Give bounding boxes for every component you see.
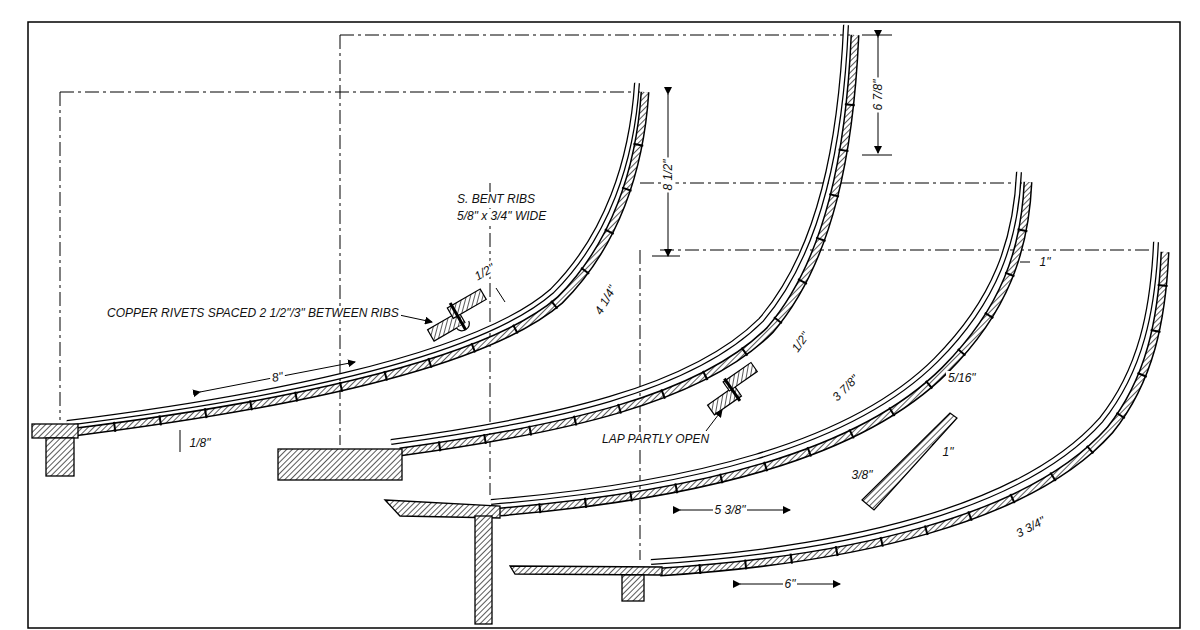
- lap-mark: [926, 381, 932, 389]
- lap-mark: [968, 511, 971, 520]
- dimension-label: 1/2": [787, 328, 813, 356]
- dimension-label: 5/8" x 3/4" WIDE: [455, 209, 548, 223]
- dimension-label: 6 7/8": [871, 78, 885, 113]
- rivet-detail: [701, 361, 766, 418]
- lap-mark: [1158, 284, 1168, 287]
- lap-mark: [958, 349, 966, 356]
- lap-mark: [698, 564, 701, 574]
- lap-mark: [764, 462, 767, 472]
- lap-mark: [1116, 413, 1124, 419]
- lap-mark: [539, 503, 540, 513]
- lap-mark: [791, 554, 792, 564]
- lap-mark: [807, 447, 811, 456]
- dimension-label: 5 3/8": [713, 503, 748, 517]
- lap-mark: [745, 560, 746, 570]
- dimension-label: 1": [941, 445, 956, 459]
- lap-mark: [384, 371, 387, 381]
- lap-mark: [1087, 446, 1094, 454]
- lap-mark: [816, 238, 825, 241]
- lap-mark: [340, 382, 342, 392]
- dimension-label: S. BENT RIBS: [455, 192, 537, 206]
- lap-mark: [845, 104, 855, 105]
- lap-mark: [849, 429, 853, 438]
- plank-section: [862, 413, 957, 510]
- lap-mark: [295, 392, 297, 402]
- dimension-label: 3/8": [850, 468, 875, 482]
- dimension-label: LAP PARTLY OPEN: [600, 432, 711, 446]
- lap-mark: [205, 408, 207, 418]
- lap-mark: [1018, 229, 1028, 231]
- lap-mark: [720, 474, 722, 484]
- lap-mark: [829, 194, 839, 196]
- lap-mark: [581, 268, 589, 274]
- lap-mark: [484, 434, 486, 444]
- lap-mark: [439, 441, 440, 451]
- bent-ribs: [67, 25, 1156, 562]
- lap-mark: [774, 317, 782, 323]
- dimension-label: 1": [1038, 255, 1053, 269]
- lap-mark: [925, 525, 928, 535]
- lap-marks: [114, 104, 1168, 574]
- lap-mark: [675, 483, 677, 493]
- dimension-label: 1/2": [470, 260, 499, 285]
- lap-mark: [471, 343, 475, 352]
- lap-mark: [1151, 330, 1161, 332]
- lap-mark: [159, 415, 160, 425]
- dimension-label: 3 7/8": [828, 371, 863, 406]
- lap-mark: [881, 537, 883, 547]
- dimension-label: COPPER RIVETS SPACED 2 1/2"/3" BETWEEN R…: [105, 306, 401, 320]
- lap-mark: [428, 358, 431, 368]
- dimension-label: 5/16": [946, 371, 978, 385]
- lap-mark: [633, 144, 643, 146]
- lap-mark: [585, 498, 586, 508]
- rivet-detail: [422, 286, 495, 346]
- lap-mark: [889, 407, 894, 415]
- lap-mark: [836, 546, 838, 556]
- lap-mark: [622, 188, 631, 191]
- lap-mark: [985, 313, 993, 318]
- lap-mark: [574, 416, 576, 426]
- lap-mark: [1050, 473, 1055, 481]
- lap-mark: [1137, 373, 1146, 377]
- lap-mark: [798, 279, 807, 284]
- lap-mark: [114, 422, 115, 432]
- dimension-label: 3 3/4": [1011, 513, 1048, 542]
- dimension-label: 8": [268, 369, 285, 386]
- dimension-label: 1/8": [188, 436, 213, 450]
- keels: [32, 424, 662, 624]
- lap-mark: [703, 371, 708, 380]
- dimension-label: 8 1/2": [661, 158, 675, 193]
- lap-mark: [661, 389, 665, 398]
- planking: [75, 35, 1165, 572]
- lap-mark: [250, 400, 252, 410]
- lap-mark: [605, 229, 614, 234]
- dimension-label: 6": [783, 577, 798, 591]
- lap-mark: [551, 301, 557, 309]
- lap-mark: [630, 491, 632, 501]
- lap-mark: [742, 348, 748, 356]
- dimension-label: 4 1/4": [590, 281, 620, 318]
- centerlines: [60, 35, 1160, 560]
- lap-mark: [1010, 494, 1014, 503]
- lap-mark: [618, 404, 621, 414]
- sheet-border: [28, 22, 1180, 628]
- lap-mark: [839, 149, 849, 151]
- lap-mark: [529, 426, 531, 436]
- lap-mark: [513, 325, 518, 334]
- lap-mark: [1005, 273, 1014, 277]
